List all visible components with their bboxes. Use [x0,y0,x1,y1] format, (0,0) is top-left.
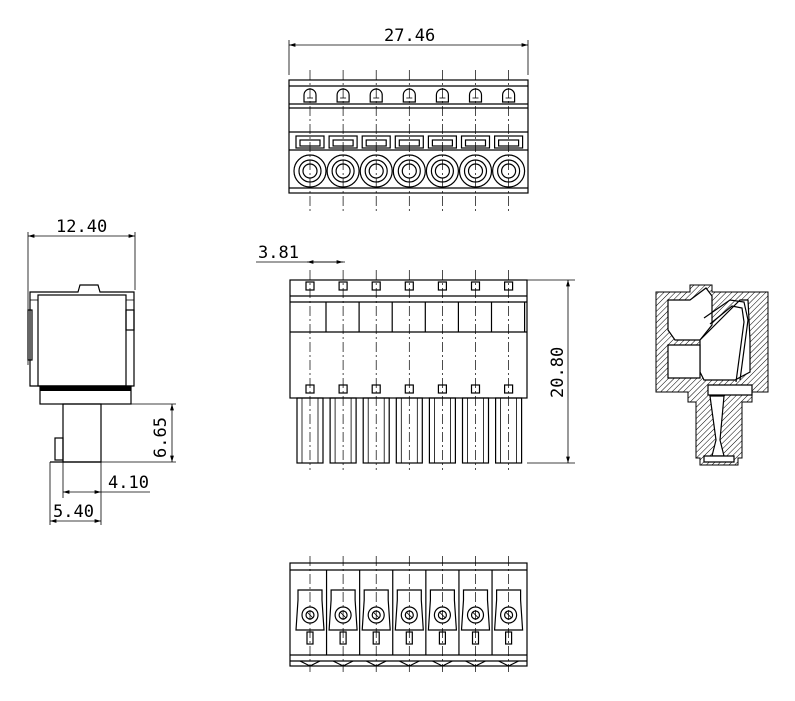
top-pin [458,70,493,212]
dimension-offset-b-label: 5.40 [53,502,94,522]
dimension-pin-length-label: 6.65 [151,417,171,458]
dimension-height: 20.80 [527,279,575,464]
side-view: 12.40 6.65 4.10 5.4 [27,217,176,525]
top-pin [392,70,426,212]
bottom-pin [460,556,493,672]
dimension-offset-a: 4.10 [62,462,150,525]
top-pin [425,70,459,212]
top-pin [293,70,327,212]
side-view-body [29,284,135,387]
front-pin [495,270,526,470]
dimension-offset-b: 5.40 [49,462,101,525]
bottom-pin [394,556,427,672]
bottom-view-pins [295,556,524,672]
dimension-pitch: 3.81 [256,243,345,264]
dimension-offset-a-label: 4.10 [108,473,149,493]
dimension-pin-length: 6.65 [101,403,176,463]
front-view-body [289,279,528,399]
front-pin [296,270,327,470]
front-pin [329,270,360,470]
front-pin [395,270,426,470]
dimension-side-width-label: 12.40 [56,217,107,237]
dimension-height-label: 20.80 [548,347,568,398]
dimension-side-width: 12.40 [27,217,136,365]
top-pin [359,70,393,212]
front-pin [362,270,393,470]
top-view: 27.46 [288,26,529,212]
top-pin [326,70,360,212]
front-pin [461,270,493,470]
bottom-pin [295,556,328,672]
front-pin [428,270,459,470]
section-view [655,284,769,466]
front-view: 3.81 20.80 [256,243,575,470]
top-pin [492,70,526,212]
front-view-pins [296,270,526,470]
top-view-body [288,79,529,194]
bottom-pin [427,556,460,672]
top-view-pins [293,70,526,212]
bottom-pin [328,556,361,672]
dimension-pitch-label: 3.81 [258,243,299,263]
bottom-view [289,556,528,672]
bottom-pin [361,556,394,672]
dimension-top-width: 27.46 [288,26,529,75]
dimension-top-width-label: 27.46 [384,26,435,46]
bottom-pin [493,556,524,672]
